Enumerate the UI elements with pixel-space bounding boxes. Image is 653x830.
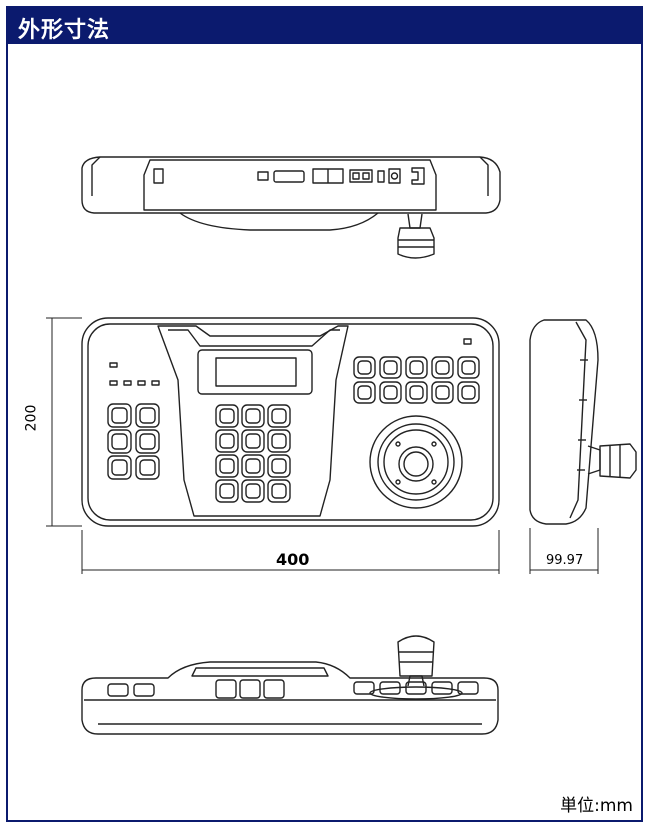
rj-port-icon (349, 169, 373, 183)
unit-note: 単位:mm (560, 796, 633, 816)
side-joystick-icon (599, 443, 637, 479)
side-view (529, 319, 637, 525)
usb-port-icon (257, 171, 269, 181)
power-switch-icon (153, 168, 164, 184)
width-dimension-label: 400 (276, 550, 310, 569)
front-joystick-icon (397, 635, 435, 677)
page-title: 外形寸法 (18, 18, 111, 43)
right-keypad (353, 356, 480, 404)
diagram-frame: 外形寸法 (6, 6, 643, 822)
height-dimension-label: 200 (23, 404, 40, 432)
front-view (81, 317, 500, 527)
dimension-lines (46, 317, 599, 574)
joystick-icon (369, 415, 463, 509)
joystick-knob-icon (397, 227, 435, 259)
title-bar: 外形寸法 (8, 8, 641, 44)
front-elevation (81, 635, 499, 735)
rear-view (81, 156, 501, 259)
led-indicator (109, 362, 118, 368)
serial-port-icon (273, 170, 305, 183)
center-keypad (215, 404, 291, 503)
lcd-display (197, 349, 313, 395)
dc-jack-icon (411, 167, 425, 185)
depth-dimension-label: 99.97 (546, 553, 584, 568)
left-keypad (107, 403, 160, 480)
